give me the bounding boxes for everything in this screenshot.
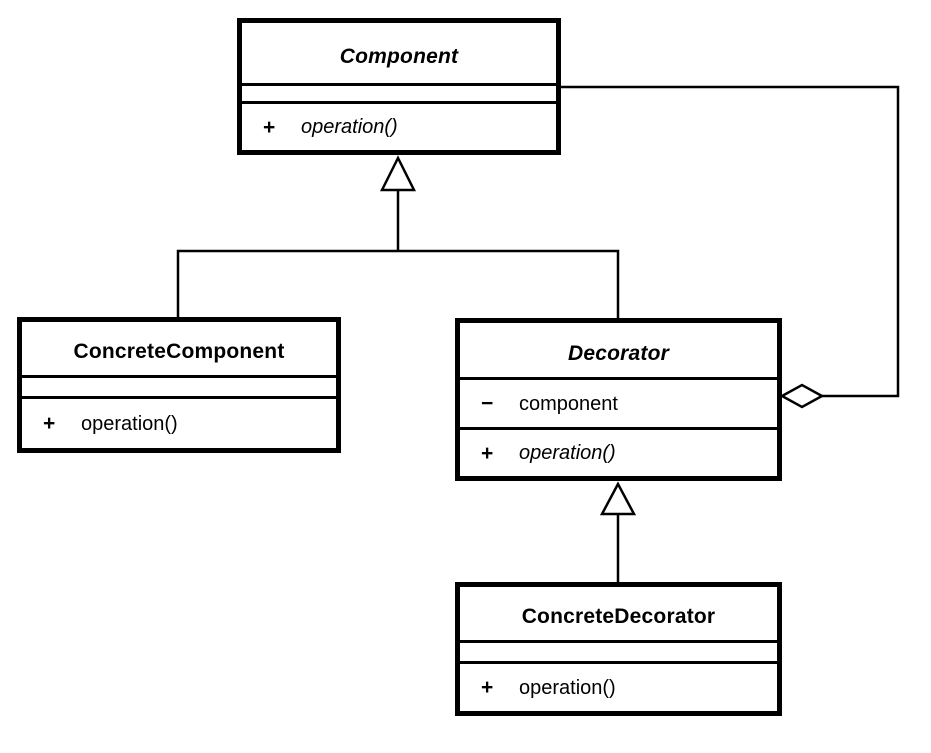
method-signature: operation() (519, 442, 616, 464)
attributes-section (460, 640, 777, 661)
visibility-sign: + (263, 115, 276, 139)
methods-section: + operation() (460, 427, 777, 476)
aggregation-decorator-component (561, 85, 900, 409)
class-title: ConcreteDecorator (521, 605, 716, 628)
class-title: ConcreteComponent (73, 340, 285, 363)
aggregation-line (561, 85, 900, 398)
attributes-section (242, 83, 556, 101)
generalization-triangle-icon (379, 155, 417, 192)
generalization-to-decorator (599, 481, 637, 582)
method-signature: operation() (519, 676, 616, 699)
attribute-row: − component (460, 393, 777, 414)
attributes-section (22, 375, 336, 396)
visibility-sign: + (43, 412, 56, 435)
class-box-component: Component + operation() (237, 18, 561, 155)
generalization-fork-line (176, 249, 620, 318)
attributes-section: − component (460, 377, 777, 427)
generalization-to-component (176, 155, 620, 318)
class-box-decorator: Decorator − component + operation() (455, 318, 782, 481)
class-title: Decorator (568, 341, 669, 365)
attribute-name: component (519, 392, 618, 415)
visibility-sign: − (481, 392, 494, 415)
methods-section: + operation() (22, 396, 336, 448)
class-title: Component (339, 44, 459, 68)
method-signature: operation() (81, 412, 178, 435)
methods-section: + operation() (460, 661, 777, 711)
method-row: + operation() (460, 677, 777, 698)
method-signature: operation() (301, 116, 398, 138)
class-box-concrete-component: ConcreteComponent + operation() (17, 317, 341, 453)
class-box-concrete-decorator: ConcreteDecorator + operation() (455, 582, 782, 716)
generalization-triangle-icon (599, 481, 637, 516)
method-row: + operation() (460, 443, 777, 464)
visibility-sign: + (481, 441, 494, 465)
method-row: + operation() (242, 117, 556, 138)
aggregation-diamond-icon (779, 383, 825, 409)
visibility-sign: + (481, 676, 494, 699)
methods-section: + operation() (242, 101, 556, 150)
method-row: + operation() (22, 413, 336, 434)
